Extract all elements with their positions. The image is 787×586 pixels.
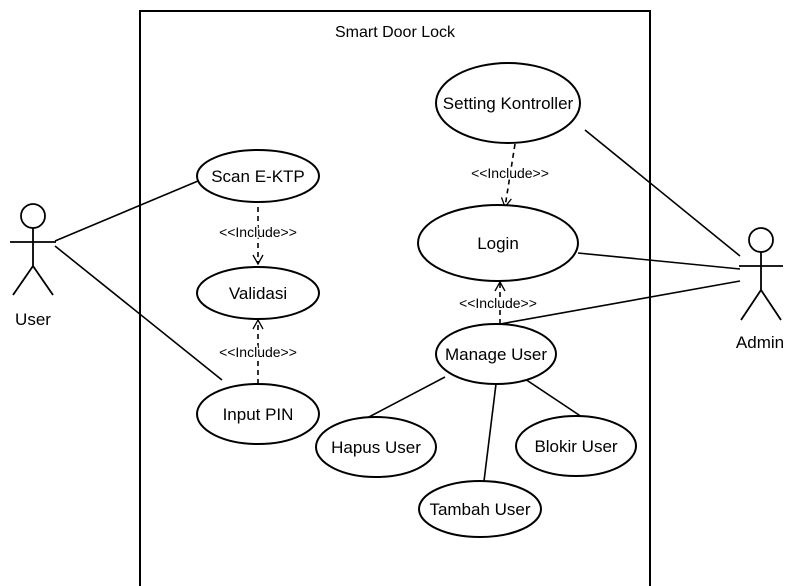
include-label-pin: <<Include>> — [219, 344, 297, 360]
stick-figure-icon — [739, 227, 783, 321]
use-case-label: Scan E-KTP — [211, 167, 305, 186]
use-case-hapus-user[interactable]: Hapus User — [315, 416, 437, 478]
associations — [54, 129, 741, 482]
use-case-label: Tambah User — [429, 500, 530, 519]
use-case-label: Validasi — [229, 284, 287, 303]
use-case-tambah-user[interactable]: Tambah User — [418, 480, 542, 538]
actor-label: Admin — [736, 333, 784, 352]
assoc-user-input-pin — [54, 245, 223, 381]
assoc-admin-manage — [499, 280, 741, 325]
assoc-user-scan-ektp — [54, 180, 199, 242]
use-case-label: Hapus User — [331, 438, 421, 457]
system-title: Smart Door Lock — [335, 24, 456, 41]
system-boundary — [139, 10, 651, 586]
actor-label: User — [15, 310, 51, 329]
use-case-label: Input PIN — [223, 405, 294, 424]
assoc-admin-login — [577, 252, 741, 270]
actor-admin[interactable]: Admin — [736, 227, 784, 352]
assoc-manage-blokir — [524, 378, 583, 418]
use-case-login[interactable]: Login — [417, 204, 579, 282]
include-setting-login — [500, 143, 516, 209]
stick-figure-icon — [10, 203, 56, 296]
use-case-validasi[interactable]: Validasi — [196, 266, 320, 320]
actor-user[interactable]: User — [10, 203, 56, 329]
assoc-manage-hapus — [366, 376, 446, 419]
include-labels: <<Include>> <<Include>> <<Include>> <<In… — [218, 164, 551, 362]
assoc-admin-setting — [584, 129, 741, 257]
use-case-setting-kontroller[interactable]: Setting Kontroller — [435, 62, 581, 144]
use-case-label: Login — [477, 234, 519, 253]
include-relations — [252, 143, 516, 384]
use-case-scan-ektp[interactable]: Scan E-KTP — [196, 149, 320, 203]
use-case-label: Manage User — [445, 345, 547, 364]
use-case-label: Blokir User — [534, 437, 617, 456]
use-case-blokir-user[interactable]: Blokir User — [515, 415, 637, 477]
use-case-manage-user[interactable]: Manage User — [435, 323, 557, 385]
include-label-manage: <<Include>> — [459, 295, 537, 311]
use-case-input-pin[interactable]: Input PIN — [196, 383, 320, 445]
include-label-scan: <<Include>> — [219, 224, 297, 240]
assoc-manage-tambah — [483, 383, 497, 482]
include-label-setting: <<Include>> — [471, 165, 549, 181]
use-case-label: Setting Kontroller — [443, 94, 574, 113]
